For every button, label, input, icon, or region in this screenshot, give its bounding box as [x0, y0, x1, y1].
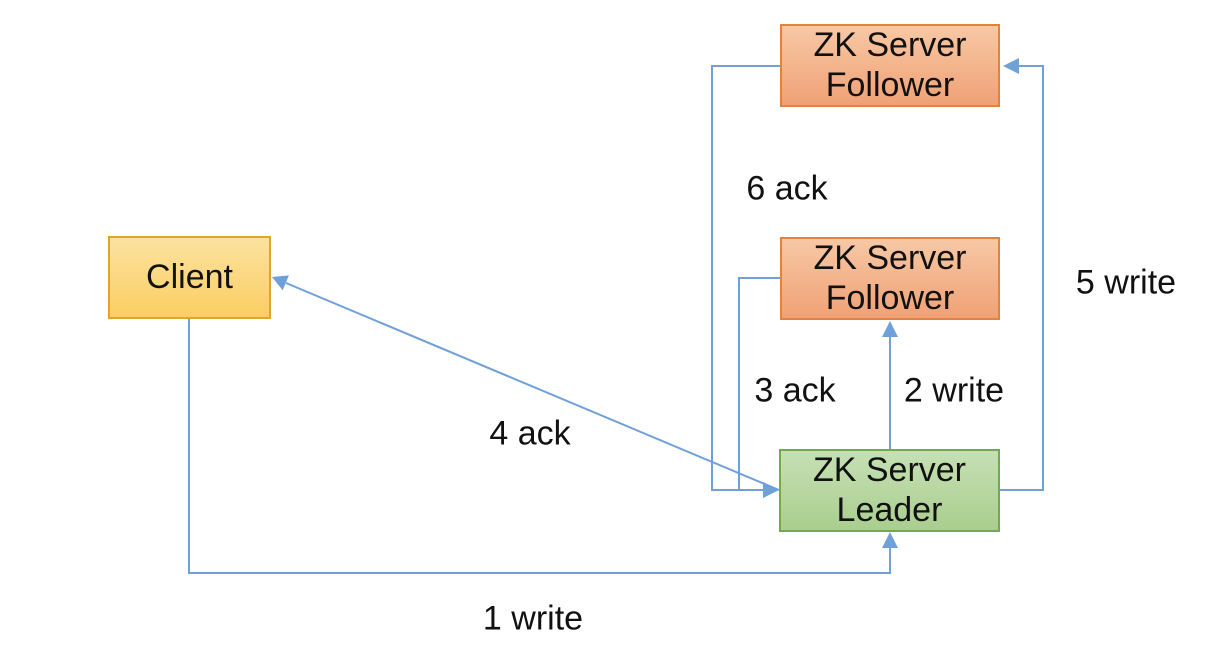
edge-4-ack-arrowhead [272, 275, 289, 291]
node-zk-server-leader: ZK Server Leader [779, 449, 1000, 532]
edge-5-write-arrowhead [1003, 58, 1019, 74]
node-zk-server-follower-middle: ZK Server Follower [780, 237, 1000, 320]
edge-label-2-write: 2 write [903, 371, 1005, 410]
edge-3-ack [738, 277, 780, 490]
edge-3-ack-line [738, 277, 780, 490]
edge-4-ack [272, 275, 780, 491]
edge-4-ack-line [285, 282, 780, 491]
node-zk-server-follower-top: ZK Server Follower [780, 24, 1000, 107]
edge-5-write-line [1000, 65, 1044, 491]
edge-6-ack [711, 65, 780, 498]
edge-label-6-ack: 6 ack [746, 169, 828, 208]
node-zk-server-follower-middle-label: ZK Server Follower [813, 239, 967, 317]
edge-label-4-ack: 4 ack [489, 414, 571, 453]
edge-1-write-line [188, 319, 891, 574]
edge-5-write [1000, 58, 1044, 491]
edge-label-1-write: 1 write [482, 599, 584, 638]
node-client-label: Client [146, 257, 233, 296]
edge-2-write [882, 321, 898, 449]
edge-label-3-ack: 3 ack [754, 371, 836, 410]
edge-1-write [188, 319, 898, 574]
node-zk-server-follower-top-label: ZK Server Follower [813, 26, 967, 104]
node-zk-server-leader-label: ZK Server Leader [812, 451, 967, 529]
edge-6-ack-line [711, 65, 780, 491]
edge-2-write-arrowhead [882, 321, 898, 337]
edge-label-5-write: 5 write [1075, 263, 1177, 302]
node-client: Client [108, 236, 271, 319]
edge-1-write-arrowhead [882, 532, 898, 548]
